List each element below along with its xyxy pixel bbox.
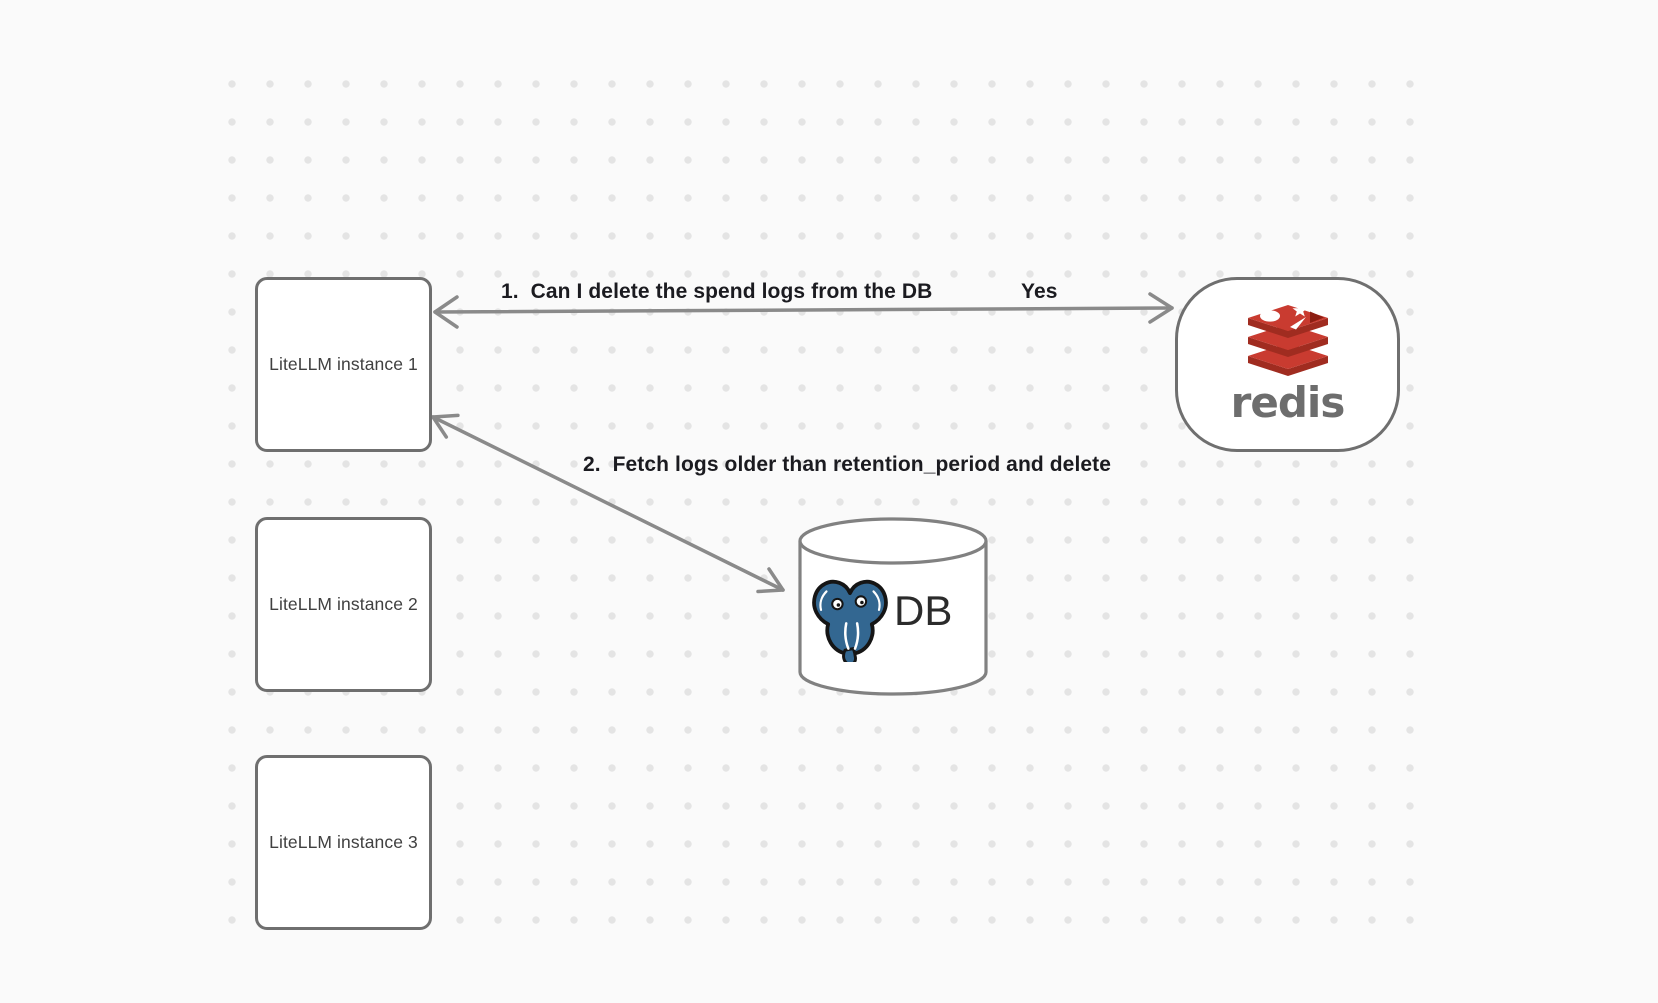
edge-1-arrow[interactable] [433, 292, 1174, 329]
edge-2-arrow[interactable] [431, 413, 785, 594]
edge-1-response-label[interactable]: Yes [1021, 280, 1058, 303]
node-litellm-instance-1[interactable]: LiteLLM instance 1 [255, 277, 432, 452]
node-litellm-instance-2-label: LiteLLM instance 2 [269, 594, 418, 614]
node-db-label: DB [894, 587, 953, 634]
edge-2-label[interactable]: 2. Fetch logs older than retention_perio… [583, 453, 1112, 476]
node-litellm-instance-3[interactable]: LiteLLM instance 3 [255, 755, 432, 930]
node-redis-label: redis [1230, 378, 1346, 427]
node-litellm-instance-3-label: LiteLLM instance 3 [269, 832, 418, 852]
edge-1-label[interactable]: 1. Can I delete the spend logs from the … [501, 280, 933, 303]
postgresql-elephant-icon [812, 579, 888, 662]
node-litellm-instance-2[interactable]: LiteLLM instance 2 [255, 517, 432, 692]
node-redis[interactable]: redis [1175, 277, 1400, 452]
node-db[interactable]: DB [795, 514, 991, 700]
redis-logo-icon [1247, 305, 1328, 376]
node-litellm-instance-1-label: LiteLLM instance 1 [269, 354, 418, 374]
